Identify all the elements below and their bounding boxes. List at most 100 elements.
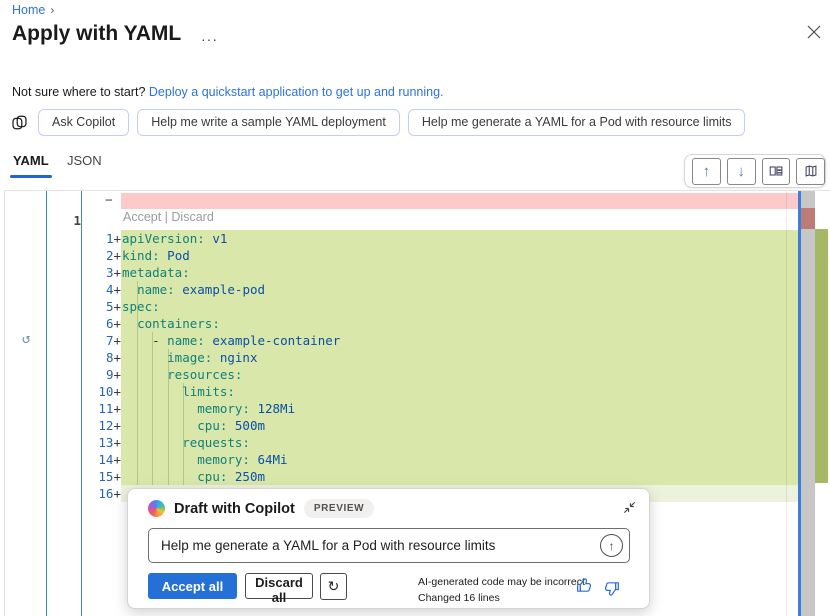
code-text: containers: — [121, 315, 798, 332]
line-number: 11+ — [98, 401, 121, 416]
line-number: 3+ — [105, 265, 121, 280]
suggestion-button-pod-limits[interactable]: Help me generate a YAML for a Pod with r… — [407, 108, 746, 136]
minimap-button[interactable] — [796, 157, 825, 185]
code-text: memory: 128Mi — [121, 400, 798, 417]
line-number: 15+ — [98, 469, 121, 484]
active-tab-underline — [10, 175, 52, 178]
code-line: 12+ cpu: 500m — [5, 417, 798, 434]
ask-copilot-button[interactable]: Ask Copilot — [38, 108, 130, 136]
code-text: limits: — [121, 383, 798, 400]
diff-sash[interactable] — [798, 191, 801, 616]
code-line: 13+ requests: — [5, 434, 798, 451]
close-icon[interactable] — [806, 24, 826, 44]
page-title: Apply with YAML — [12, 22, 182, 45]
intro-text: Not sure where to start? — [12, 85, 146, 99]
line-number: 2+ — [105, 248, 121, 263]
quickstart-link[interactable]: Deploy a quickstart application to get u… — [148, 85, 444, 99]
suggestion-button-sample-yaml[interactable]: Help me write a sample YAML deployment — [137, 108, 400, 136]
code-line: 7+ - name: example-container — [5, 332, 798, 349]
code-text: kind: Pod — [121, 247, 798, 264]
code-text: cpu: 500m — [121, 417, 798, 434]
code-text: metadata: — [121, 264, 798, 281]
tab-yaml[interactable]: YAML — [13, 153, 49, 168]
arrow-down-icon: ↓ — [737, 162, 745, 180]
thumbs-up-icon[interactable] — [576, 576, 594, 599]
gutter-divider-left — [46, 191, 47, 616]
line-number: 8+ — [105, 350, 121, 365]
code-line: 2+kind: Pod — [5, 247, 798, 264]
breadcrumb-chevron-icon: › — [50, 3, 55, 17]
line-number: 13+ — [98, 435, 121, 450]
indent-guide — [152, 332, 153, 485]
code-text: name: example-pod — [121, 281, 798, 298]
disclaimer-block: AI-generated code may be incorrect Chang… — [418, 574, 585, 606]
indent-guide — [183, 383, 184, 485]
line-number: 9+ — [105, 367, 121, 382]
scrollbar[interactable] — [801, 191, 815, 616]
code-line: 10+ limits: — [5, 383, 798, 400]
code-line: 6+ containers: — [5, 315, 798, 332]
copilot-logo-icon — [148, 500, 165, 517]
revert-block-icon[interactable]: ↺ — [22, 331, 31, 347]
line-number: 6+ — [105, 316, 121, 331]
copilot-suggestion-bar: Ask Copilot Help me write a sample YAML … — [8, 107, 746, 137]
tab-json[interactable]: JSON — [67, 153, 102, 168]
arrow-up-icon: ↑ — [702, 162, 711, 180]
code-text: requests: — [121, 434, 798, 451]
line-number: 14+ — [98, 452, 121, 467]
code-line: 11+ memory: 128Mi — [5, 400, 798, 417]
copilot-prompt-input[interactable] — [148, 528, 630, 563]
deleted-line-row — [121, 193, 798, 209]
dialog-header: Draft with Copilot PREVIEW — [148, 499, 375, 518]
split-view-icon — [769, 166, 783, 176]
line-number: 5+ — [105, 299, 121, 314]
line-number: 4+ — [105, 282, 121, 297]
column-ruler — [786, 191, 787, 616]
accept-discard-codelens[interactable]: Accept | Discard — [123, 210, 214, 224]
code-line: 4+ name: example-pod — [5, 281, 798, 298]
code-line: 14+ memory: 64Mi — [5, 451, 798, 468]
code-line: 3+metadata: — [5, 264, 798, 281]
line-number: 10+ — [98, 384, 121, 399]
split-view-button[interactable] — [761, 157, 791, 185]
original-line-number: 1 — [73, 213, 81, 228]
copilot-outline-icon — [8, 111, 30, 133]
previous-change-button[interactable]: ↑ — [692, 157, 721, 185]
accept-all-button[interactable]: Accept all — [148, 573, 237, 599]
disclaimer-text: AI-generated code may be incorrect — [418, 576, 585, 588]
editor-toolbar: ↑ ↓ — [684, 154, 826, 188]
breadcrumb-home-link[interactable]: Home — [12, 3, 46, 17]
code-text: spec: — [121, 298, 798, 315]
breadcrumb: Home › — [12, 3, 54, 17]
regenerate-button[interactable]: ↻ — [320, 573, 347, 600]
line-number: 1+ — [105, 231, 121, 246]
code-line: 5+spec: — [5, 298, 798, 315]
code-text: cpu: 250m — [121, 468, 798, 485]
thumbs-down-icon[interactable] — [602, 580, 620, 603]
next-change-button[interactable]: ↓ — [726, 157, 756, 185]
line-number: 7+ — [105, 333, 121, 348]
preview-badge: PREVIEW — [303, 499, 375, 518]
code-text: resources: — [121, 366, 798, 383]
send-icon[interactable]: ↑ — [600, 534, 623, 557]
minimap-icon — [805, 165, 817, 177]
code-text: apiVersion: v1 — [121, 230, 798, 247]
changed-lines-text: Changed 16 lines — [418, 592, 500, 604]
indent-guide — [137, 281, 138, 485]
code-line: 1+apiVersion: v1 — [5, 230, 798, 247]
code-text: - name: example-container — [121, 332, 798, 349]
refresh-icon: ↻ — [327, 578, 340, 594]
collapse-icon[interactable] — [622, 500, 637, 520]
indent-guide — [168, 349, 169, 485]
draft-with-copilot-dialog: Draft with Copilot PREVIEW ↑ Accept all … — [127, 488, 650, 609]
code-text: memory: 64Mi — [121, 451, 798, 468]
more-menu-button[interactable]: ··· — [201, 31, 218, 47]
gutter-divider-right — [81, 191, 82, 616]
deleted-line-marker: − — [105, 192, 113, 207]
discard-all-button[interactable]: Discard all — [245, 573, 313, 605]
code-line: 15+ cpu: 250m — [5, 468, 798, 485]
line-number: 16+ — [98, 486, 121, 501]
overview-removed-marker — [801, 208, 815, 229]
